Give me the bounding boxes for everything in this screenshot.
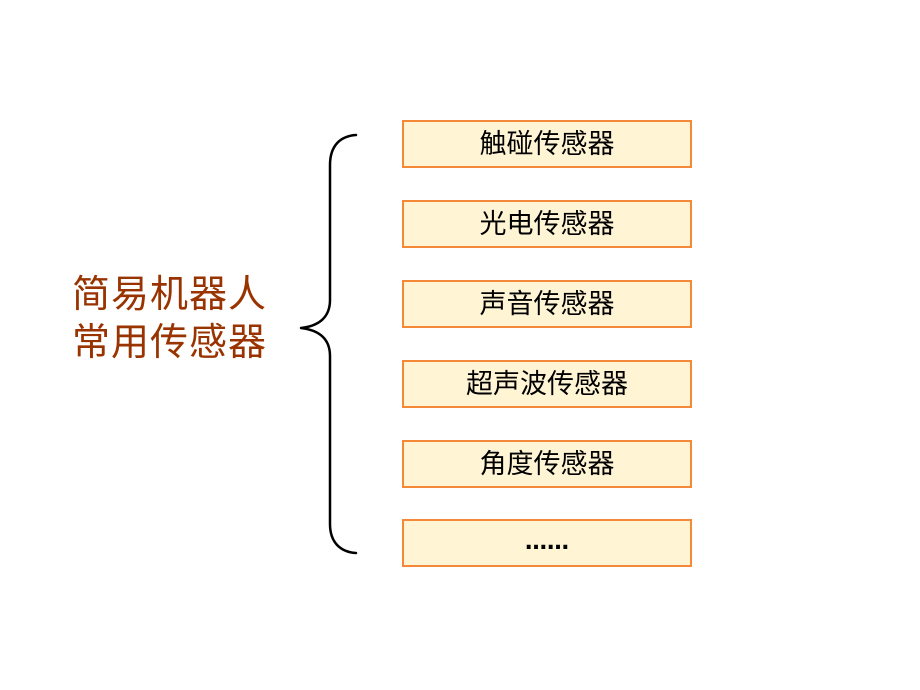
ellipsis-label: …… (525, 530, 569, 555)
category-title-line-2: 常用传感器 (72, 320, 268, 364)
sensor-box-more: …… (402, 519, 692, 567)
sensor-label: 超声波传感器 (466, 368, 628, 400)
category-title: 简易机器人 常用传感器 (72, 270, 292, 366)
sensor-label: 触碰传感器 (479, 128, 615, 160)
sensor-box-angle: 角度传感器 (402, 440, 692, 488)
sensor-label: 光电传感器 (479, 208, 615, 240)
sensor-box-sound: 声音传感器 (402, 280, 692, 328)
sensor-box-photoelectric: 光电传感器 (402, 200, 692, 248)
sensor-box-touch: 触碰传感器 (402, 120, 692, 168)
category-title-line-1: 简易机器人 (72, 272, 268, 316)
sensor-label: 声音传感器 (479, 288, 615, 320)
sensor-box-ultrasonic: 超声波传感器 (402, 360, 692, 408)
sensor-label: 角度传感器 (479, 448, 615, 480)
